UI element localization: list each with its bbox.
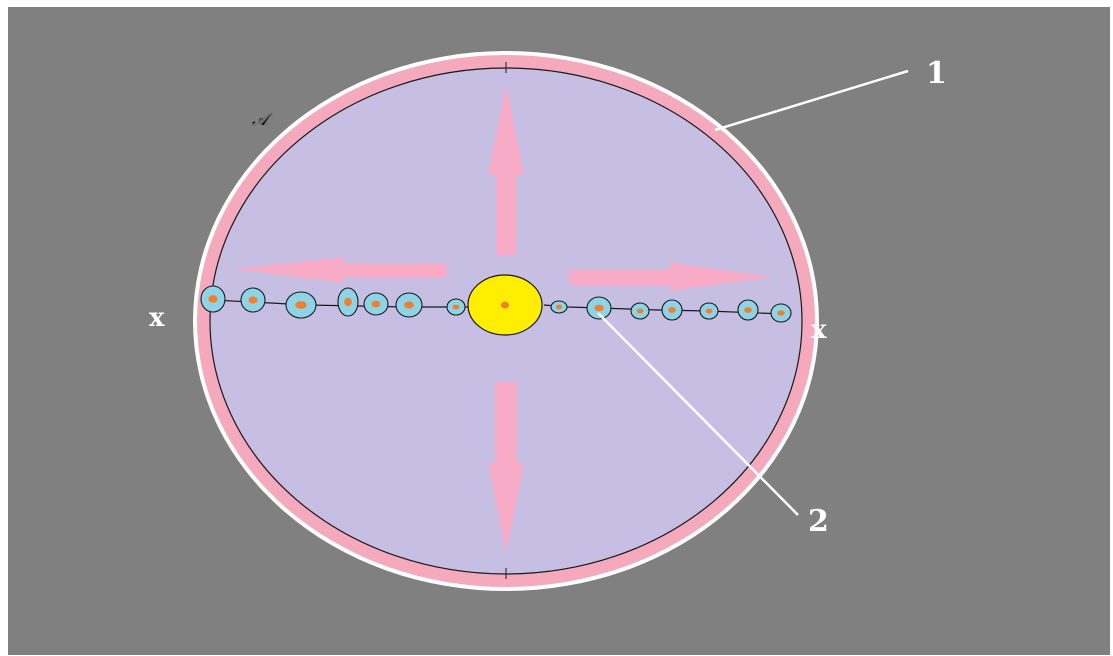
arrow-down bbox=[488, 382, 524, 553]
cell-4-nucleus bbox=[344, 297, 352, 307]
arrow-up bbox=[488, 85, 524, 255]
cell-8-nucleus bbox=[555, 304, 563, 310]
cell-12-nucleus bbox=[705, 308, 713, 314]
cell-7-nucleus bbox=[452, 304, 460, 310]
cell-9-nucleus bbox=[594, 304, 604, 312]
cell-3-nucleus bbox=[295, 301, 307, 309]
cell-6-nucleus bbox=[404, 301, 414, 309]
cell-5-nucleus bbox=[371, 300, 381, 308]
cell-2-nucleus bbox=[248, 296, 258, 304]
axis-label-right: x bbox=[811, 315, 827, 345]
callout-label-1: 1 bbox=[926, 56, 947, 91]
cell-1-nucleus bbox=[208, 295, 218, 303]
cell-14-nucleus bbox=[777, 310, 785, 316]
diagram-canvas: x x 1 2 𝒜 bbox=[8, 7, 1110, 655]
axis-label-left: x bbox=[149, 303, 165, 333]
leader-line-1 bbox=[714, 69, 909, 132]
diagram-svg: x x 1 2 𝒜 bbox=[8, 7, 1110, 655]
leader-line-2 bbox=[597, 312, 799, 516]
cell-13-nucleus bbox=[744, 307, 752, 313]
arrow-right bbox=[569, 263, 772, 291]
arrow-left bbox=[234, 257, 447, 283]
cells-group bbox=[200, 285, 792, 323]
cell-10-nucleus bbox=[636, 308, 644, 314]
cell-11-nucleus bbox=[668, 307, 676, 313]
callout-label-2: 2 bbox=[808, 504, 829, 539]
corner-mark: 𝒜 bbox=[252, 110, 273, 130]
center-body-core bbox=[501, 301, 509, 309]
